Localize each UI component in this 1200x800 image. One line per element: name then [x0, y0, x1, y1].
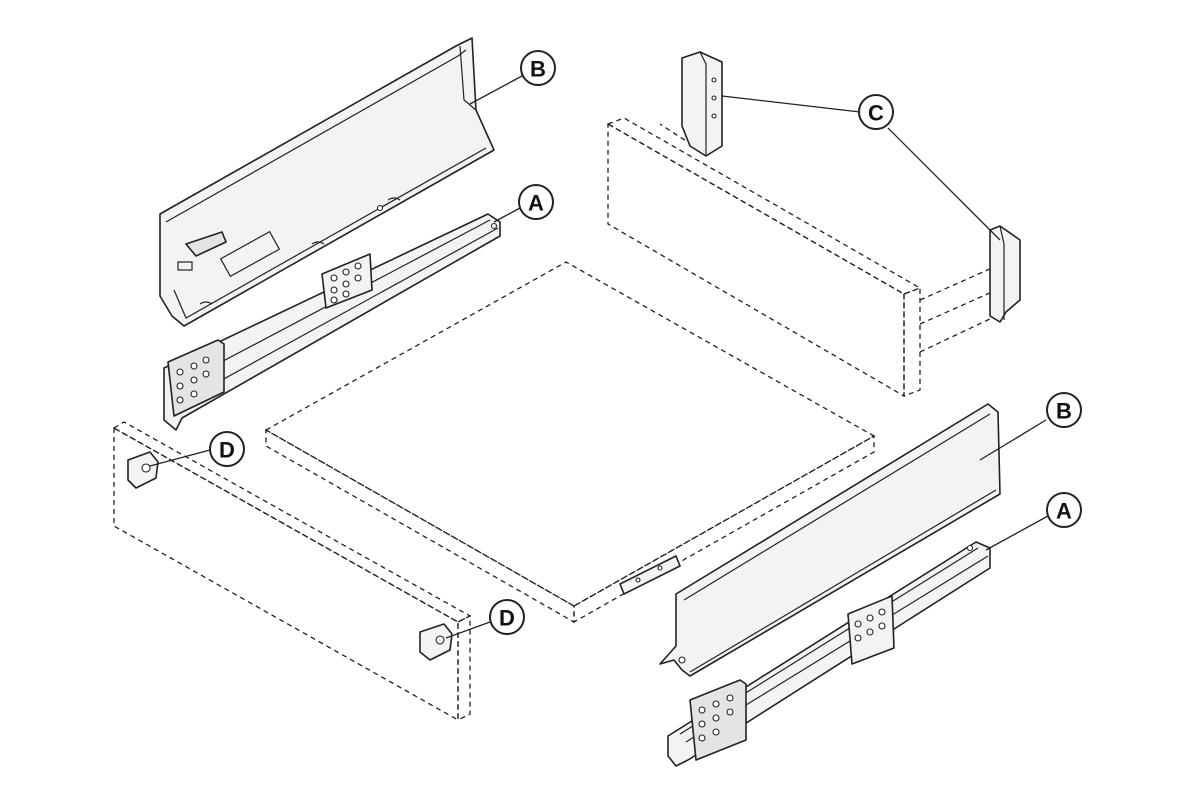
front-clip-top — [127, 451, 159, 489]
callout-d-top-label: D — [219, 438, 235, 463]
callout-d-bottom: D — [489, 599, 525, 635]
back-bracket-right — [989, 225, 1021, 323]
front-panel-outline — [112, 421, 472, 722]
back-panel-outline — [606, 117, 993, 398]
callout-d-top: D — [209, 431, 245, 467]
callout-b-top-label: B — [530, 57, 546, 82]
callout-b-bottom-label: B — [1056, 399, 1072, 424]
leader-d-bottom — [445, 621, 491, 639]
bottom-panel-outline — [264, 261, 876, 624]
leader-b-top — [469, 75, 523, 105]
coupling-plate — [619, 555, 681, 595]
leader-c-top — [721, 95, 861, 113]
callout-c-label: C — [868, 101, 884, 126]
back-bracket-top — [681, 51, 723, 157]
callout-d-bottom-label: D — [499, 606, 515, 631]
leader-a-bottom — [985, 515, 1049, 551]
runner-top — [163, 213, 501, 431]
callout-b-bottom: B — [1046, 392, 1082, 428]
leader-d-top — [149, 449, 211, 467]
callout-a-top-label: A — [528, 191, 544, 216]
front-clip-bottom — [419, 623, 453, 661]
callout-a-bottom-label: A — [1056, 499, 1072, 524]
callout-b-top: B — [520, 50, 556, 86]
drawer-side-top — [159, 37, 495, 327]
callout-a-top: A — [518, 184, 554, 220]
leader-c-right — [887, 127, 1001, 241]
leader-b-bottom — [979, 419, 1047, 461]
callout-c: C — [858, 94, 894, 130]
drawer-side-bottom — [659, 403, 1001, 677]
leader-a-top — [493, 207, 521, 223]
runner-bottom — [667, 541, 991, 767]
callout-a-bottom: A — [1046, 492, 1082, 528]
